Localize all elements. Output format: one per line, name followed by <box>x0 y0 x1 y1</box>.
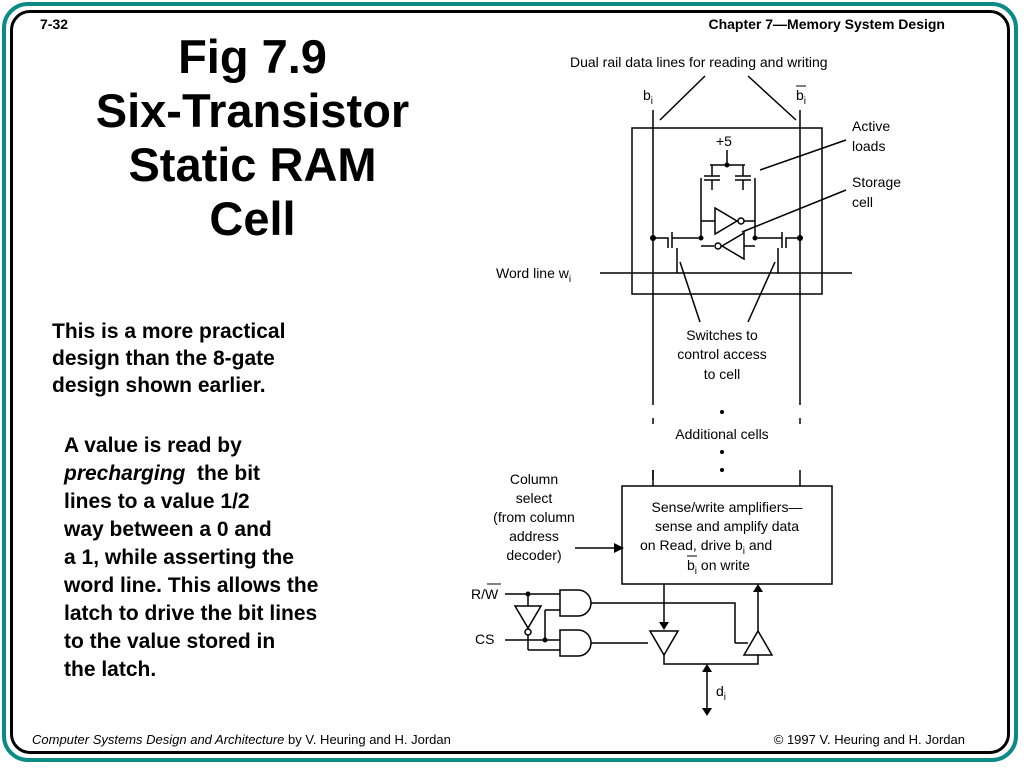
sense-amp-line-4: bi on write <box>687 557 750 577</box>
arrowhead-data-down <box>702 708 712 716</box>
storage-cell-label-2: cell <box>852 194 873 210</box>
load-transistor-right <box>735 165 751 190</box>
bitline-right-label: bi <box>796 87 806 107</box>
inverter-bottom-bubble <box>714 242 722 250</box>
sense-amp-line-2: sense and amplify data <box>655 518 799 534</box>
footer-copyright: © 1997 V. Heuring and H. Jordan <box>773 732 965 747</box>
storage-cell-label-1: Storage <box>852 174 901 190</box>
slide-number: 7-32 <box>40 16 69 32</box>
data-label: di <box>716 683 726 703</box>
ellipsis-dot <box>720 410 724 414</box>
inverter-top-bubble <box>737 217 745 225</box>
paragraph-line: design shown earlier. <box>52 374 266 397</box>
slide-inner-frame <box>10 10 1010 754</box>
active-loads-label-1: Active <box>852 118 890 134</box>
column-select-label-3: (from column <box>493 509 575 525</box>
rw-label: R/W <box>471 586 499 602</box>
paragraph-line: precharging the bit <box>64 460 394 488</box>
switch-callout-right <box>747 261 776 323</box>
write-buffer <box>742 629 774 656</box>
cs-label: CS <box>475 631 494 647</box>
active-loads-callout <box>759 139 847 171</box>
paragraph-line-rest: the bit <box>185 462 261 485</box>
switches-label-2: control access <box>677 346 766 362</box>
read-buffer <box>648 630 680 657</box>
sense-amp-line-1: Sense/write amplifiers— <box>652 499 803 515</box>
access-transistor-left <box>653 232 701 248</box>
paragraph-line: design than the 8-gate <box>52 347 275 370</box>
title-line: Fig 7.9 <box>178 30 327 83</box>
column-select-label-1: Column <box>510 471 558 487</box>
paragraph-line: a 1, while asserting the <box>64 546 294 569</box>
slide-title: Fig 7.9 Six-Transistor Static RAM Cell <box>60 30 445 246</box>
paragraph-line: latch to drive the bit lines <box>64 602 318 625</box>
paragraph-line: to the value stored in <box>64 630 276 653</box>
title-line: Six-Transistor <box>95 84 410 137</box>
additional-cells-label: Additional cells <box>675 426 768 442</box>
paragraph-line: A value is read by <box>64 434 242 457</box>
arrowhead-column-select <box>614 543 624 553</box>
ellipsis-dot <box>720 450 724 454</box>
sense-amp-line-3: on Read, drive bi and <box>640 537 772 557</box>
paragraph-line: lines to a value 1/2 <box>64 490 250 513</box>
inverter-top <box>714 206 739 236</box>
bitline-left-label: bi <box>643 87 653 107</box>
paragraph-line: word line. This allows the <box>64 574 319 597</box>
book-authors: by V. Heuring and H. Jordan <box>284 732 451 747</box>
column-select-label-5: decoder) <box>506 547 561 563</box>
cell-box <box>631 127 823 295</box>
arrowhead-data-up <box>702 664 712 672</box>
and-gate-top <box>559 589 592 617</box>
switches-label-3: to cell <box>704 366 741 382</box>
title-line: Cell <box>209 192 296 245</box>
footer-citation: Computer Systems Design and Architecture… <box>32 732 451 747</box>
and-gate-bottom <box>559 629 592 657</box>
chapter-header: Chapter 7—Memory System Design <box>708 16 945 32</box>
active-loads-label-2: loads <box>852 138 885 154</box>
switch-callout-left <box>679 261 701 323</box>
sense-amp-box <box>621 485 833 585</box>
ellipsis-dot <box>720 468 724 472</box>
inverter-bottom <box>720 231 745 261</box>
switches-label-1: Switches to <box>686 327 758 343</box>
paragraph-read-explanation: A value is read by precharging the bit l… <box>64 432 394 684</box>
paragraph-line: This is a more practical <box>52 320 286 343</box>
dual-rail-label: Dual rail data lines for reading and wri… <box>570 54 828 70</box>
word-line-label: Word line wi <box>496 265 571 285</box>
supply-label: +5 <box>716 133 732 149</box>
dual-rail-pointer-right <box>747 75 797 121</box>
title-line: Static RAM <box>128 138 377 191</box>
rw-inverter <box>513 605 543 630</box>
paragraph-practical-design: This is a more practical design than the… <box>52 318 372 399</box>
column-select-label-4: address <box>509 528 559 544</box>
paragraph-line: the latch. <box>64 658 157 681</box>
load-transistor-left <box>704 165 720 190</box>
paragraph-line: way between a 0 and <box>64 518 272 541</box>
dual-rail-pointer-left <box>659 75 706 121</box>
column-select-label-2: select <box>516 490 553 506</box>
access-transistor-right <box>755 232 800 248</box>
book-title: Computer Systems Design and Architecture <box>32 732 285 747</box>
storage-cell-callout <box>741 189 847 233</box>
emphasis-precharging: precharging <box>64 462 186 485</box>
